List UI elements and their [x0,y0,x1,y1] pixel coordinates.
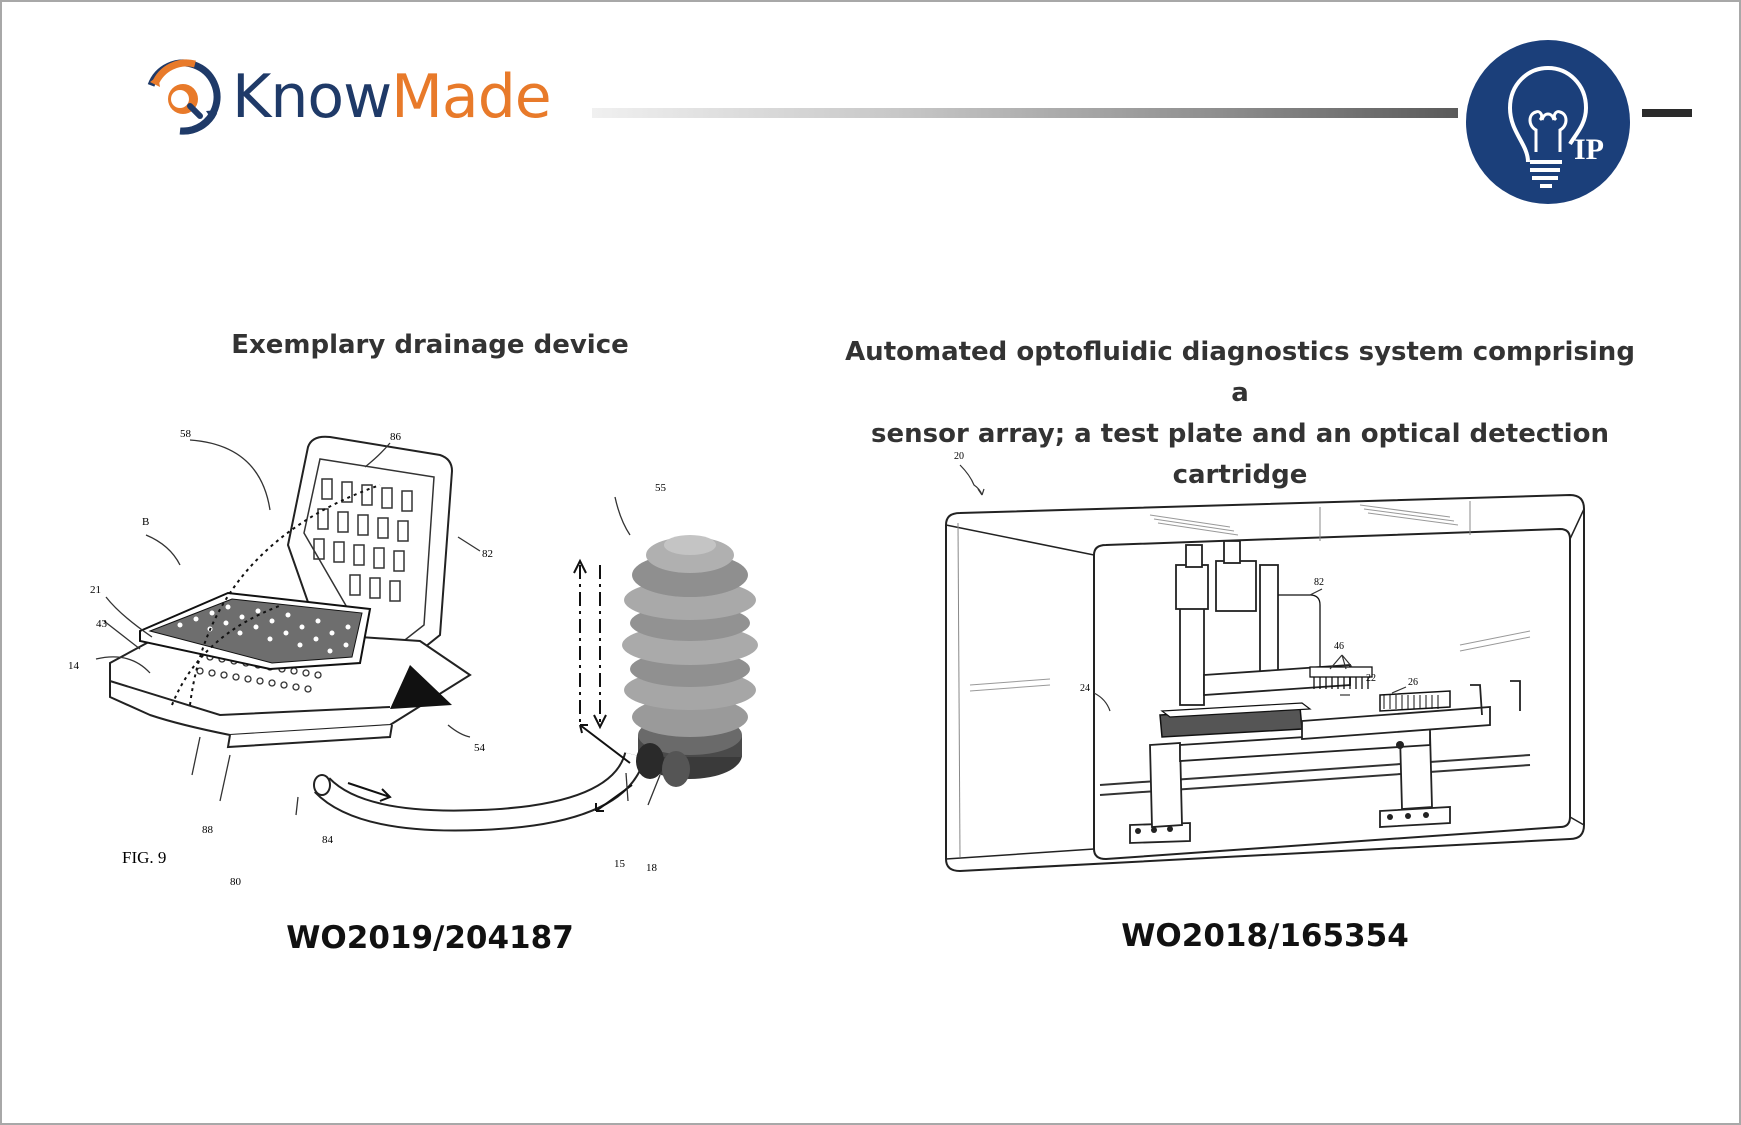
right-caption: Automated optofluidic diagnostics system… [840,332,1640,496]
ref-58: 58 [180,428,192,440]
ref-46: 46 [1334,641,1344,652]
ref-82: 82 [482,548,493,560]
diagnostics-system-figure: 20 82 46 22 24 26 [930,445,1600,875]
knowmade-logo-icon [145,59,221,135]
bellows-pump [622,535,758,787]
ref-20: 20 [954,451,964,462]
ref-14: 14 [68,660,80,672]
ref-55: 55 [655,482,667,494]
knowmade-logo: KnowMade [140,52,552,142]
drainage-device-figure: 58 86 82 B 21 43 14 88 80 84 54 55 15 18… [60,425,820,895]
ref-86: 86 [390,431,402,443]
ref-88: 88 [202,824,214,836]
right-patent-number: WO2018/165354 [1121,918,1409,954]
ref-80: 80 [230,876,242,888]
ref-54: 54 [474,742,486,754]
ref-21: 21 [90,584,101,596]
knowmade-wordmark: KnowMade [232,67,552,127]
ip-badge-label: IP [1574,133,1604,166]
ref-43: 43 [96,618,108,630]
ref-22: 22 [1366,673,1376,684]
ref-84: 84 [322,834,334,846]
left-caption: Exemplary drainage device [231,330,629,360]
ip-badge: IP [1466,40,1630,204]
ref-24: 24 [1080,683,1090,694]
header-rule-end [1642,109,1692,117]
ref-18: 18 [646,862,658,874]
right-caption-line2: sensor array; a test plate and an optica… [871,419,1609,490]
left-patent-number: WO2019/204187 [286,920,574,956]
lightbulb-icon: IP [1507,65,1604,188]
ref-82-right: 82 [1314,577,1324,588]
ref-26: 26 [1408,677,1418,688]
wordmark-made: Made [391,62,552,132]
ref-B: B [142,516,149,528]
right-caption-line1: Automated optofluidic diagnostics system… [845,337,1635,408]
ref-15: 15 [614,858,626,870]
wordmark-know: Know [232,62,392,132]
header-gradient-rule [592,108,1458,118]
figure-label: FIG. 9 [122,848,166,867]
